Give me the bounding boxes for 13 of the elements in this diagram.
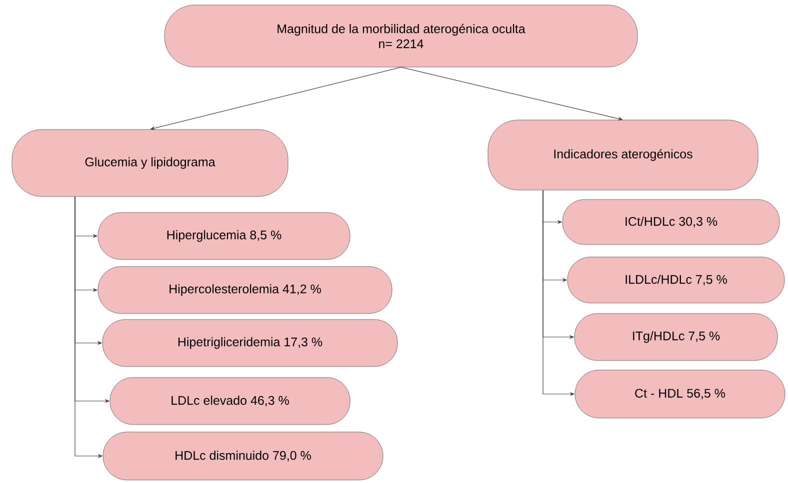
process-box: HDLc disminuido 79,0 % [102,432,384,480]
arrow [150,66,402,130]
process-box: Hipercolesterolemia 41,2 % [98,266,392,314]
process-box: Hipetrigliceridemia 17,3 % [102,319,398,367]
process-box: ILDLc/HDLc 7,5 % [567,256,785,304]
process-box: Ct - HDL 56,5 % [574,370,786,418]
process-box: LDLc elevado 46,3 % [110,377,350,425]
process-box: Indicadores aterogénicos [488,120,758,190]
process-box: Glucemia y lipidograma [12,129,288,197]
process-box: Magnitud de la morbilidad aterogénica oculta n= 2214 [164,4,638,68]
process-box: Hiperglucemia 8,5 % [98,212,350,260]
process-box: ITg/HDLc 7,5 % [574,313,778,361]
process-box: ICt/HDLc 30,3 % [562,199,780,245]
